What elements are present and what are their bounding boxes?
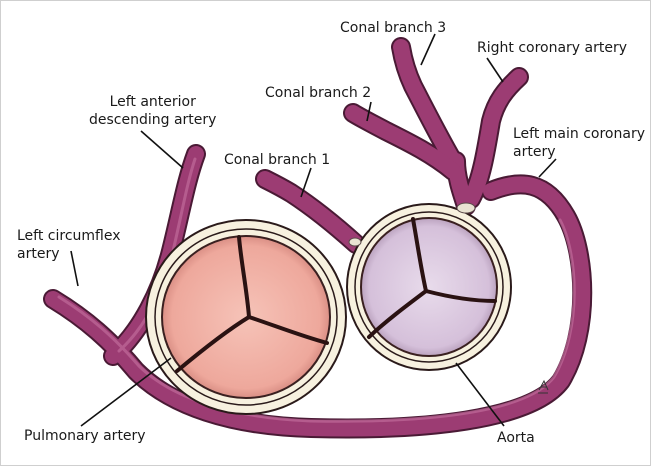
label-right-coronary-artery: Right coronary artery — [477, 39, 627, 57]
label-left-anterior-descending-artery: Left anterior descending artery — [89, 93, 216, 129]
label-left-circumflex-artery: Left circumflex artery — [17, 227, 121, 263]
left-coronary-ostium — [457, 203, 475, 213]
leader-lad — [141, 131, 183, 168]
label-conal-branch-3: Conal branch 3 — [340, 19, 446, 37]
label-left-main-coronary-artery: Left main coronary artery — [513, 125, 645, 161]
leader-conal-3 — [421, 34, 435, 65]
pulmonary-valve — [146, 220, 346, 414]
label-conal-branch-1: Conal branch 1 — [224, 151, 330, 169]
label-conal-branch-2: Conal branch 2 — [265, 84, 371, 102]
aortic-valve — [347, 203, 511, 370]
label-pulmonary-artery: Pulmonary artery — [24, 427, 146, 445]
label-aorta: Aorta — [497, 429, 535, 447]
leader-lmca — [539, 159, 556, 177]
aortic-cusps — [361, 218, 497, 356]
leader-rca — [487, 58, 503, 82]
conal-ostium — [349, 238, 361, 246]
